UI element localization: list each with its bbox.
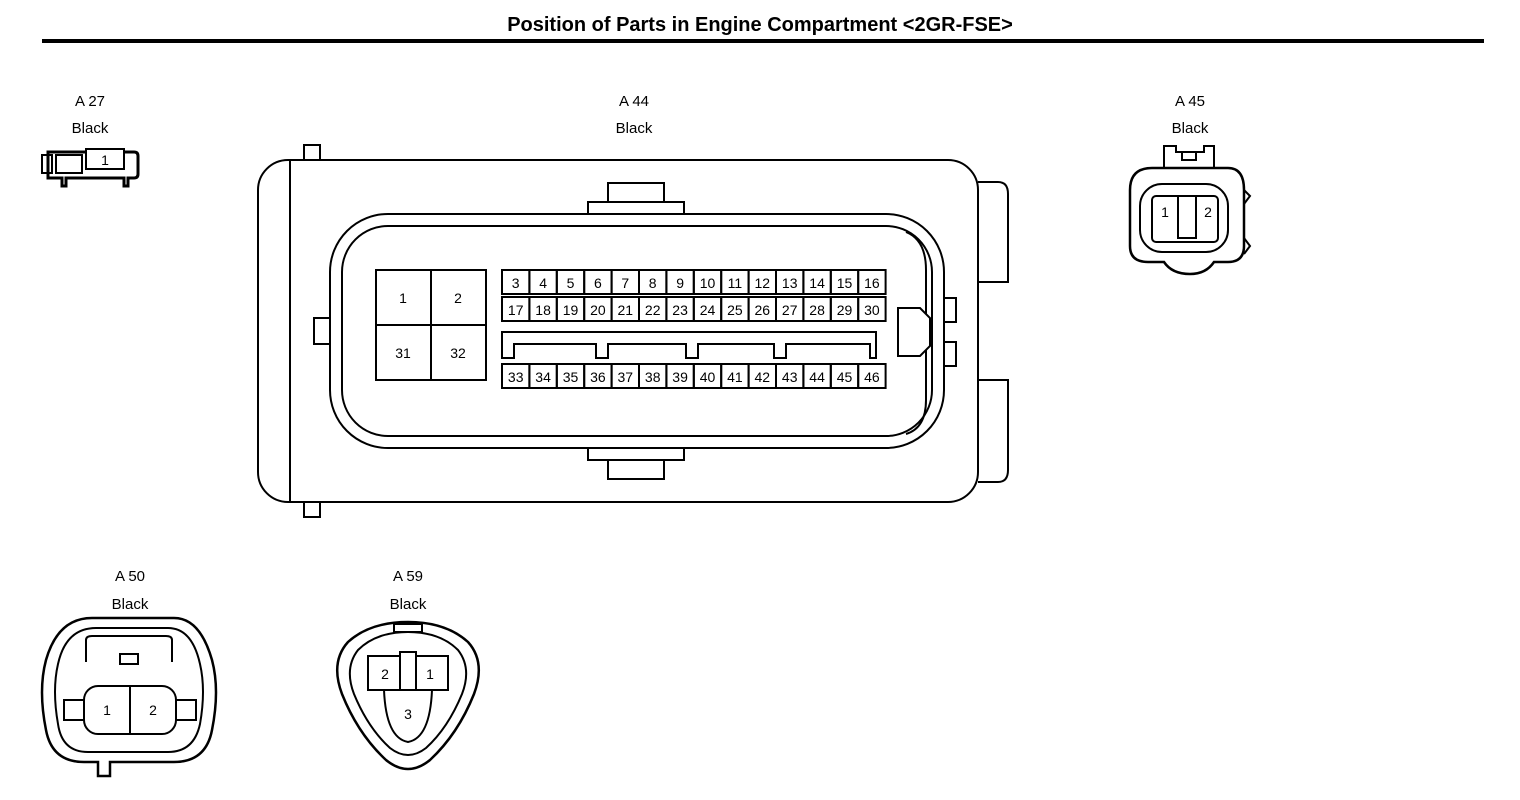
a50-pin: 1 (103, 702, 111, 718)
a44-pin: 14 (809, 275, 825, 291)
a59-pin: 1 (426, 666, 434, 682)
a44-pin: 29 (837, 302, 853, 318)
a44-pin: 22 (645, 302, 661, 318)
a44-pin-cell (857, 296, 887, 322)
connector-a59: 2 1 3 (335, 620, 481, 771)
a44-pin: 7 (621, 275, 629, 291)
a45-pin: 2 (1204, 204, 1212, 220)
a44-pin: 41 (727, 369, 743, 385)
a44-pin: 25 (727, 302, 743, 318)
a44-pin: 8 (649, 275, 657, 291)
a59-pin: 3 (404, 706, 412, 722)
a44-pin: 40 (700, 369, 716, 385)
a27-color-label: Black (71, 120, 109, 137)
connector-a45: 1 2 (1128, 145, 1252, 276)
a44-pin: 1 (399, 290, 407, 306)
a44-pin: 6 (594, 275, 602, 291)
a44-pin: 38 (645, 369, 661, 385)
connector-a50: 1 2 (40, 616, 218, 778)
a44-pin: 4 (539, 275, 547, 291)
a27-pin: 1 (101, 152, 109, 168)
a45-color-label: Black (1171, 120, 1209, 137)
a44-pin: 16 (864, 275, 880, 291)
a44-pin: 15 (837, 275, 853, 291)
a44-color-label: Black (615, 120, 653, 137)
a27-id-label: A 27 (74, 93, 106, 110)
a44-pin: 35 (563, 369, 579, 385)
a44-pin: 3 (512, 275, 520, 291)
a44-pin: 33 (508, 369, 524, 385)
a44-pin: 36 (590, 369, 606, 385)
a59-color-label: Black (389, 596, 427, 613)
a44-pin: 46 (864, 369, 880, 385)
a44-pin: 24 (700, 302, 716, 318)
a44-id-label: A 44 (618, 93, 650, 110)
a44-pin: 19 (563, 302, 579, 318)
a50-color-label: Black (111, 596, 149, 613)
a44-pin: 42 (755, 369, 771, 385)
a44-pin: 34 (535, 369, 551, 385)
a50-id-label: A 50 (114, 568, 146, 585)
a44-pin: 10 (700, 275, 716, 291)
a44-pin: 21 (618, 302, 634, 318)
a44-pin: 44 (809, 369, 825, 385)
a44-pin: 31 (395, 345, 411, 361)
a44-pin: 39 (672, 369, 688, 385)
a44-pin: 43 (782, 369, 798, 385)
connector-a27: 1 (41, 148, 140, 188)
a44-pin: 11 (728, 275, 743, 291)
a45-id-label: A 45 (1174, 93, 1206, 110)
a44-pin: 45 (837, 369, 853, 385)
a44-pin: 30 (864, 302, 880, 318)
a44-pin: 26 (755, 302, 771, 318)
a44-pin: 20 (590, 302, 606, 318)
a44-pin: 5 (567, 275, 575, 291)
a44-pin: 18 (535, 302, 551, 318)
a44-pin: 32 (450, 345, 466, 361)
a44-pin: 17 (508, 302, 524, 318)
a44-pin: 23 (672, 302, 688, 318)
a44-pin: 9 (676, 275, 684, 291)
a44-pin-cell (857, 363, 887, 389)
a44-pin: 28 (809, 302, 825, 318)
a44-pin: 2 (454, 290, 462, 306)
a59-pin: 2 (381, 666, 389, 682)
a45-pin: 1 (1161, 204, 1169, 220)
a59-id-label: A 59 (392, 568, 424, 585)
page-title: Position of Parts in Engine Compartment … (507, 14, 1013, 36)
a50-pin: 2 (149, 702, 157, 718)
a44-pin: 12 (755, 275, 771, 291)
a44-pin: 27 (782, 302, 798, 318)
a44-pin-cell (857, 269, 887, 295)
a44-pin: 37 (618, 369, 634, 385)
a44-pin: 13 (782, 275, 798, 291)
title-rule (42, 39, 1484, 43)
